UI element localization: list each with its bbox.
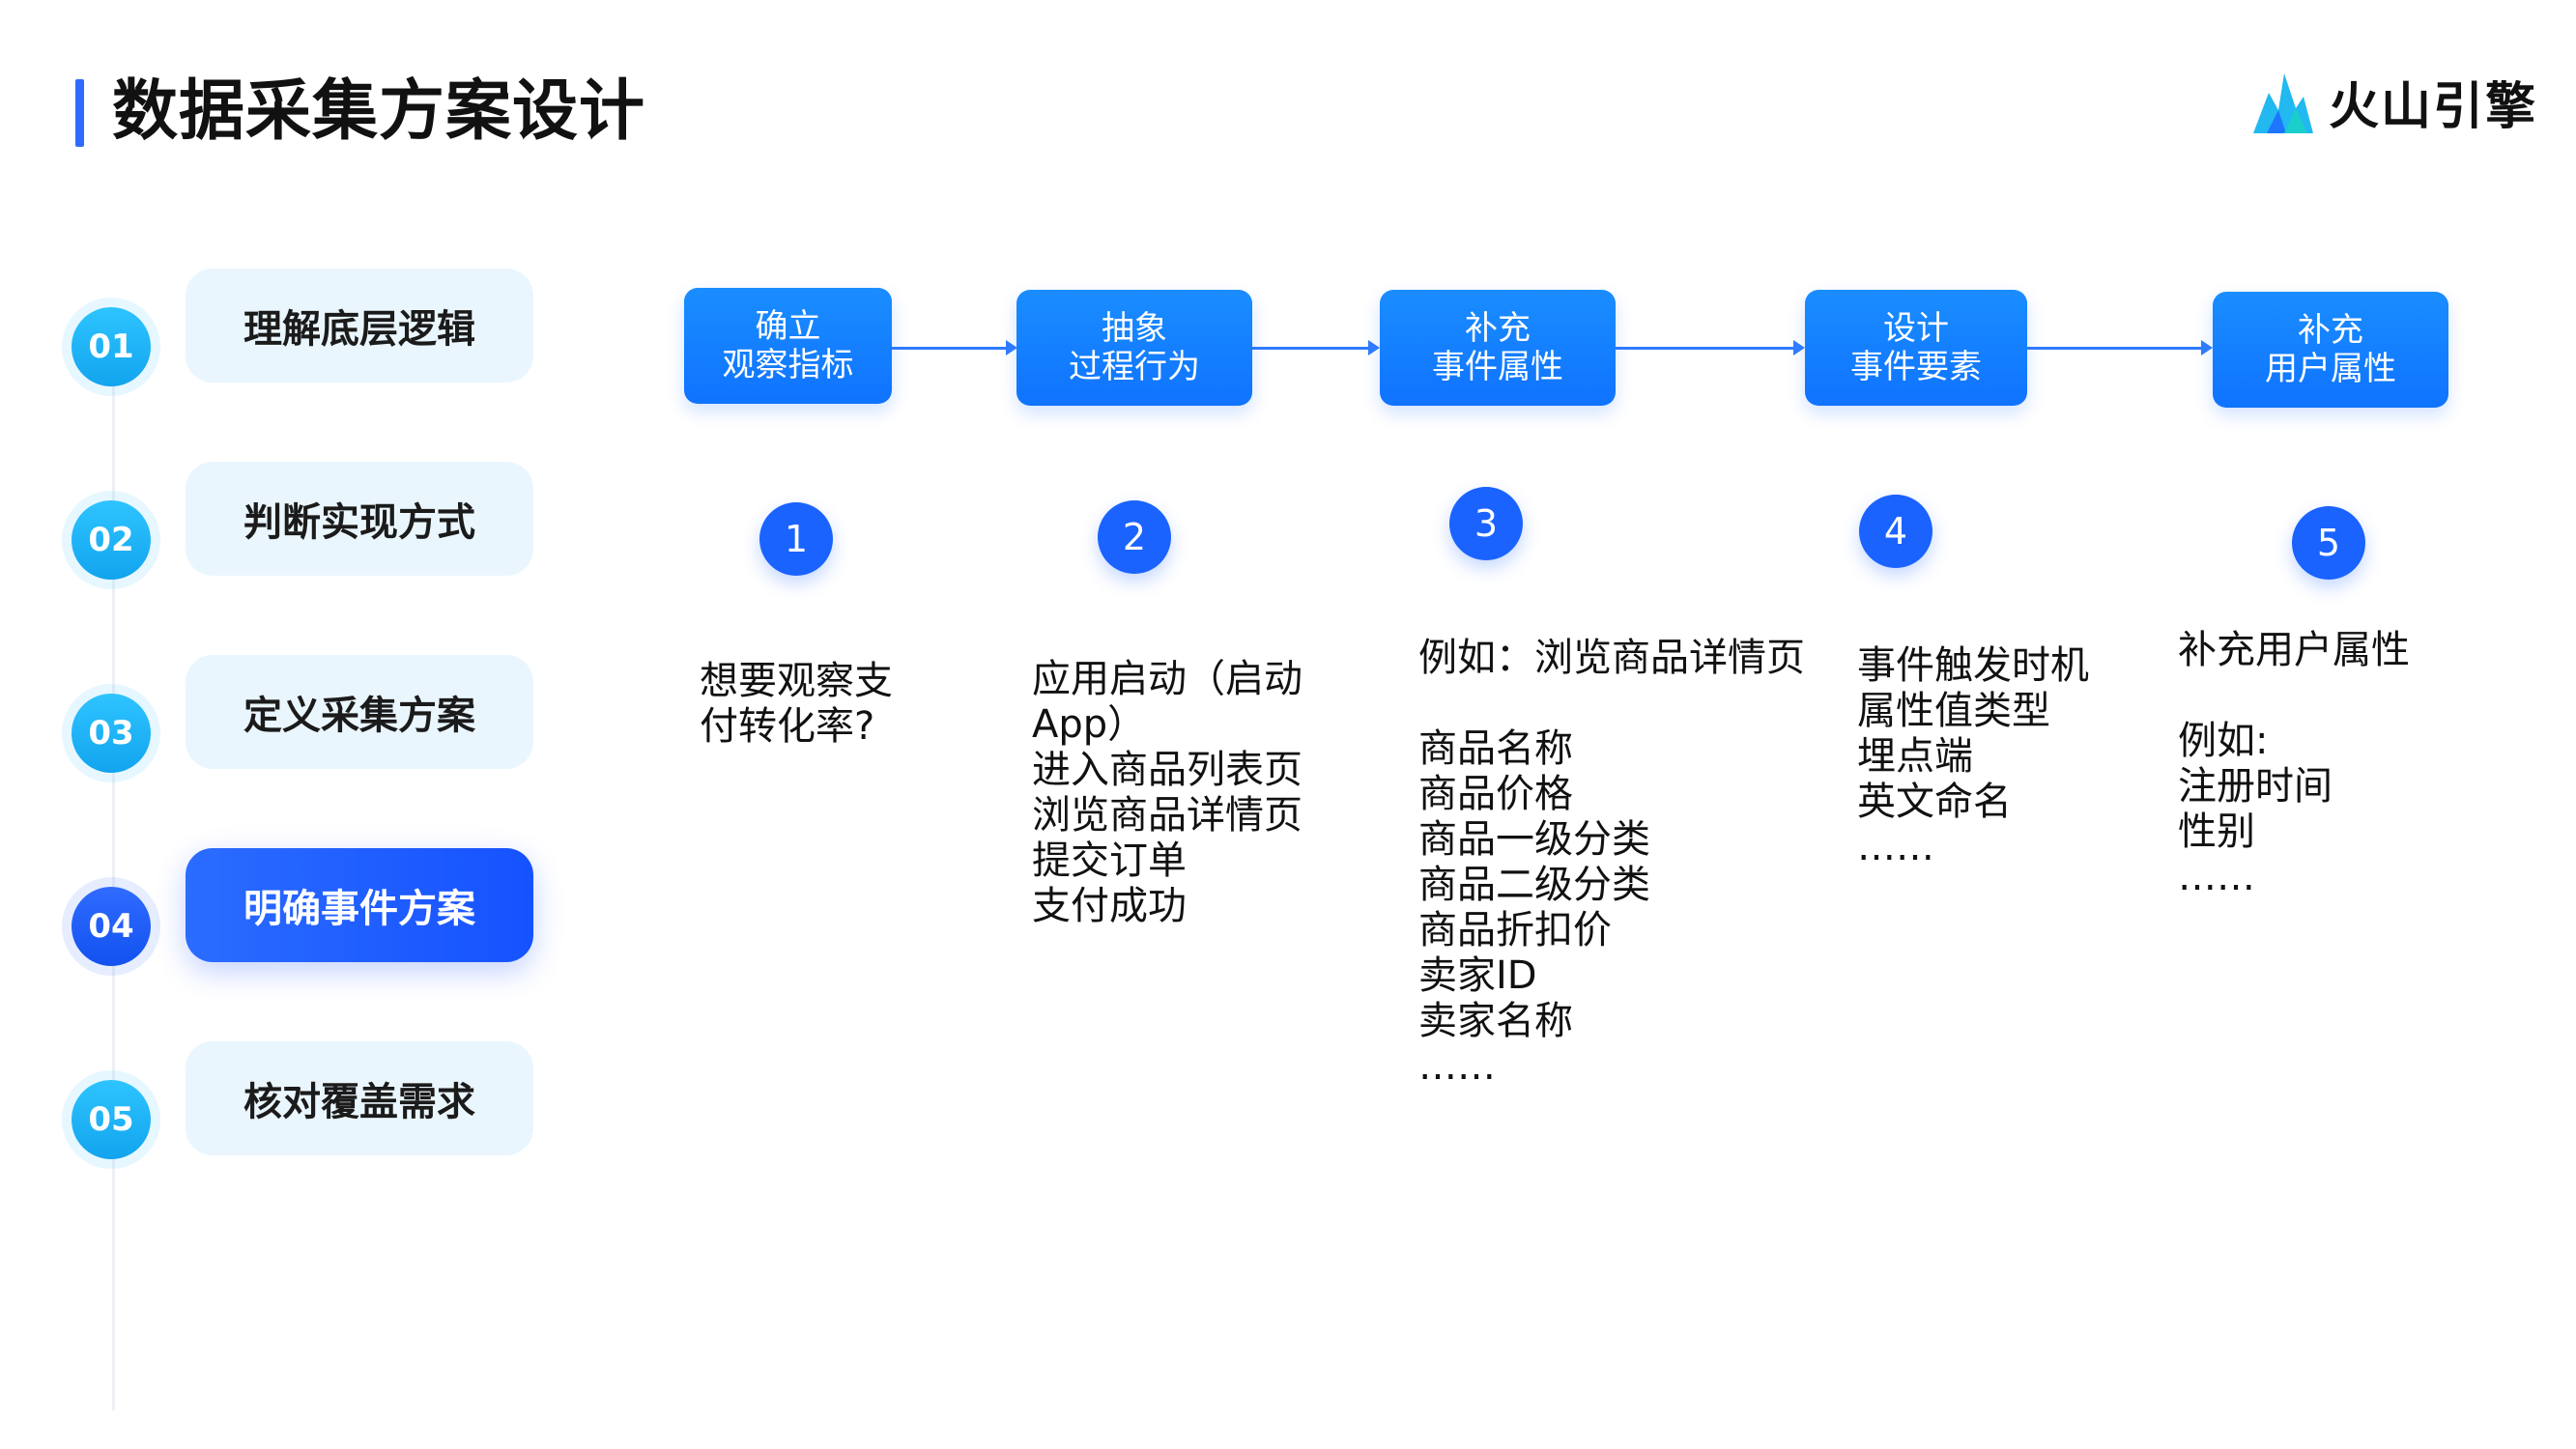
- title-accent-bar: [75, 79, 84, 147]
- flow-number-4: 4: [1859, 495, 1932, 568]
- flow-number-3: 3: [1449, 487, 1523, 560]
- flow-arrow-1: [892, 340, 1017, 355]
- flow-box-3: 补充 事件属性: [1380, 290, 1616, 406]
- flow-box-line1: 设计: [1883, 309, 1949, 348]
- flow-number-1: 1: [759, 502, 833, 576]
- flow-box-line1: 确立: [755, 307, 821, 346]
- step-number: 01: [72, 307, 151, 386]
- flow-description-5: 补充用户属性 例如: 注册时间 性别 ……: [2178, 628, 2410, 899]
- step-number: 05: [72, 1080, 151, 1159]
- step-label: 核对覆盖需求: [186, 1041, 533, 1155]
- flow-arrow-3: [1616, 340, 1805, 355]
- volcano-logo-icon: [2253, 72, 2313, 133]
- flow-box-line1: 补充: [2298, 311, 2363, 350]
- step-number: 03: [72, 694, 151, 773]
- brand-name: 火山引擎: [2329, 78, 2538, 136]
- flow-box-4: 设计 事件要素: [1805, 290, 2027, 406]
- step-label: 定义采集方案: [186, 655, 533, 769]
- step-number: 02: [72, 500, 151, 580]
- flow-arrow-4: [2027, 340, 2213, 355]
- step-number: 04: [72, 887, 151, 966]
- flow-box-line1: 补充: [1465, 309, 1531, 348]
- flow-arrow-2: [1252, 340, 1380, 355]
- step-label: 明确事件方案: [186, 848, 533, 962]
- flow-box-line2: 事件要素: [1850, 348, 1982, 386]
- flow-box-2: 抽象 过程行为: [1016, 290, 1252, 406]
- flow-box-1: 确立 观察指标: [684, 288, 892, 404]
- flow-description-2: 应用启动（启动App） 进入商品列表页 浏览商品详情页 提交订单 支付成功: [1032, 657, 1302, 928]
- flow-box-line1: 抽象: [1102, 309, 1167, 348]
- brand-logo: 火山引擎: [2249, 66, 2537, 138]
- flow-box-line2: 事件属性: [1432, 348, 1563, 386]
- step-label: 判断实现方式: [186, 462, 533, 576]
- flow-description-4: 事件触发时机 属性值类型 埋点端 英文命名 ……: [1857, 643, 2089, 869]
- flow-box-5: 补充 用户属性: [2213, 292, 2448, 408]
- flow-box-line2: 用户属性: [2265, 350, 2396, 388]
- flow-box-line2: 观察指标: [722, 346, 854, 384]
- page-title: 数据采集方案设计: [112, 73, 646, 150]
- flow-description-3: 例如：浏览商品详情页 商品名称 商品价格 商品一级分类 商品二级分类 商品折扣价…: [1418, 636, 1805, 1089]
- flow-number-5: 5: [2292, 506, 2365, 580]
- flow-description-1: 想要观察支 付转化率?: [700, 659, 893, 749]
- step-label: 理解底层逻辑: [186, 269, 533, 383]
- timeline-line: [112, 348, 115, 1410]
- flow-box-line2: 过程行为: [1069, 348, 1200, 386]
- flow-number-2: 2: [1098, 500, 1171, 574]
